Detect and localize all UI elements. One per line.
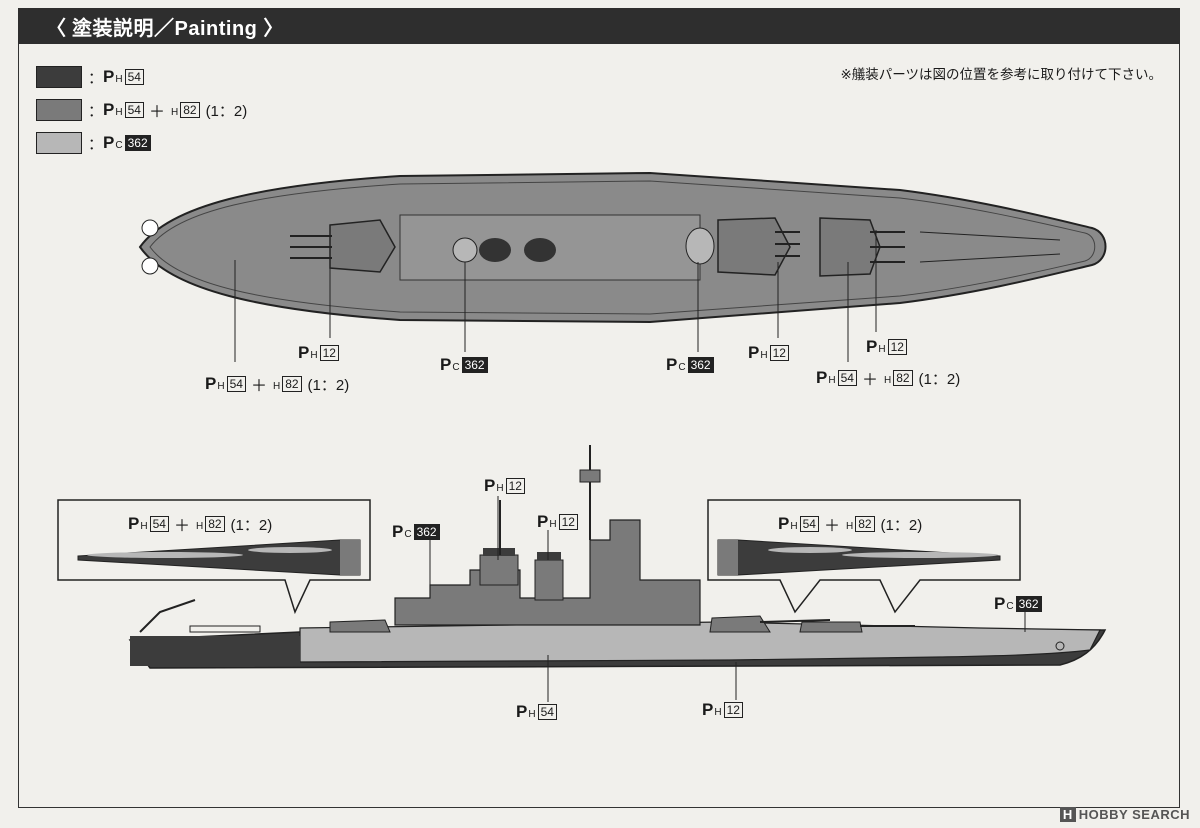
swatch-light: [36, 132, 82, 154]
ship-top-view: [138, 171, 1107, 362]
turret-2: [717, 217, 791, 276]
swatch-dark: [36, 66, 82, 88]
turret-3: [819, 217, 881, 277]
header-title: 塗装説明／Painting: [72, 17, 258, 40]
ship-side-view: [57, 445, 1107, 702]
swatch-mid: [36, 99, 82, 121]
assembly-note: ※艤装パーツは図の位置を参考に取り付けて下さい。: [840, 67, 1162, 82]
header-bracket-close: 〉: [263, 17, 284, 40]
section-header: 〈 塗装説明／Painting 〉: [18, 8, 1180, 44]
turret-1: [329, 219, 396, 273]
header-bracket-open: 〈: [46, 17, 66, 40]
